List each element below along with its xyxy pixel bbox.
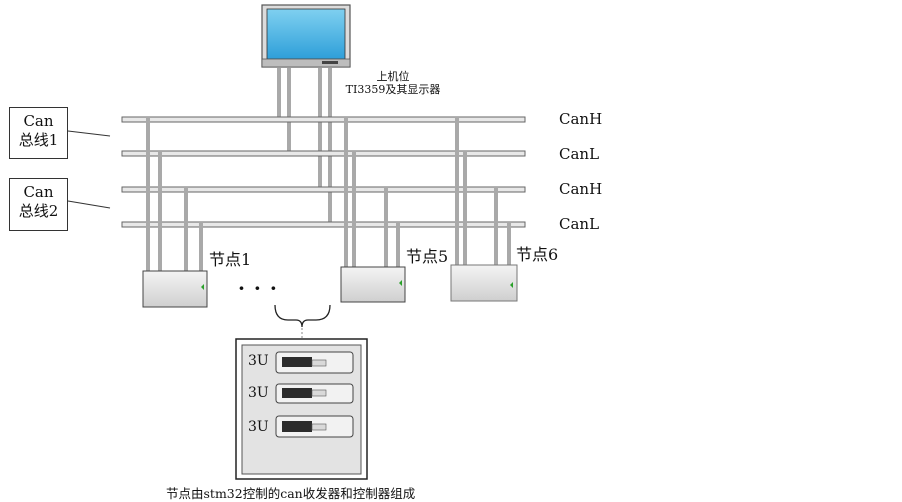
bus2-leader — [67, 200, 111, 209]
bus-line-label-2: CanL — [559, 145, 600, 163]
host-label-line1: 上机位 — [376, 70, 410, 83]
node5-box — [340, 266, 406, 303]
node-label-5: 节点5 — [406, 247, 449, 266]
host-cables — [277, 68, 332, 225]
host-label-line2: TI3359及其显示器 — [345, 83, 441, 96]
bus-box-2: Can 总线2 — [9, 178, 68, 231]
ellipsis: · · · — [238, 276, 278, 300]
bus-line-label-3: CanH — [559, 180, 603, 198]
node6-box — [450, 264, 518, 302]
slot-label-3: 3U — [248, 419, 269, 435]
host-label: 上机位 TI3359及其显示器 — [338, 70, 448, 96]
bus-line-label-1: CanH — [559, 110, 603, 128]
slot-label-2: 3U — [248, 385, 269, 401]
bus-lines — [121, 116, 526, 228]
bus-box-1: Can 总线1 — [9, 107, 68, 159]
node1-box — [142, 270, 208, 308]
bus-line-label-4: CanL — [559, 215, 600, 233]
bus1-leader — [67, 130, 111, 137]
bus-box-2-line2: 总线2 — [18, 202, 59, 220]
node-label-6: 节点6 — [516, 245, 559, 264]
bus-box-1-line1: Can — [23, 112, 54, 130]
node-label-1: 节点1 — [209, 250, 252, 269]
bus-box-1-line2: 总线1 — [18, 131, 59, 149]
node6-cables — [455, 117, 511, 266]
node5-cables — [344, 117, 400, 268]
bus-box-2-line1: Can — [23, 183, 54, 201]
caption: 节点由stm32控制的can收发器和控制器组成 — [166, 486, 416, 501]
host-monitor-icon — [261, 4, 351, 68]
slot-label-1: 3U — [248, 353, 269, 369]
brace-icon — [274, 304, 331, 328]
node1-cables — [146, 117, 203, 272]
chassis-rack — [235, 338, 368, 480]
